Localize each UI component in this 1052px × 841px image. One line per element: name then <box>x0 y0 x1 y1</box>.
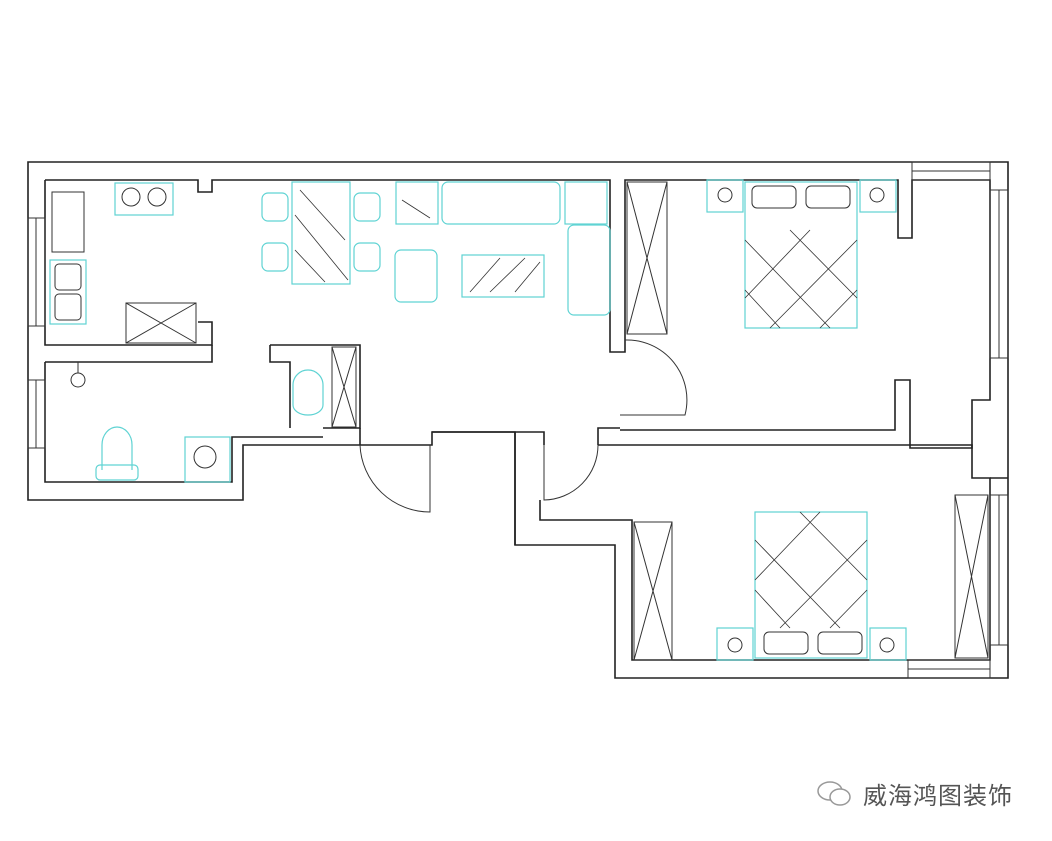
wechat-icon <box>817 780 851 806</box>
bedroom-furniture <box>706 179 907 661</box>
kitchen-fixtures <box>49 182 174 325</box>
inner-walls <box>44 179 1008 661</box>
bathroom-fixtures <box>70 362 324 483</box>
watermark-text: 威海鸿图装饰 <box>863 782 1013 810</box>
living-dining-furniture <box>261 181 611 316</box>
doors <box>359 339 688 513</box>
outer-wall <box>27 161 1009 679</box>
windows <box>27 161 1009 679</box>
watermark: 威海鸿图装饰 <box>815 776 1013 811</box>
wardrobes <box>125 181 989 661</box>
